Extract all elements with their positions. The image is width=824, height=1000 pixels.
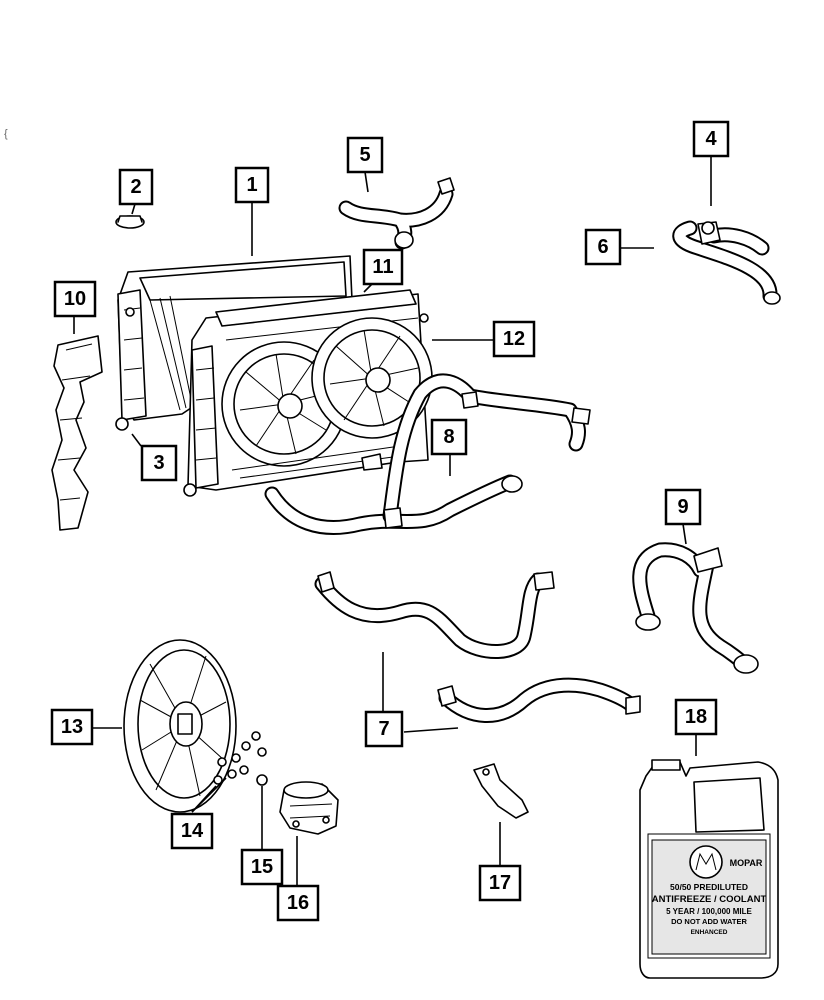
part-15-nut: [256, 774, 268, 786]
part-16-fan-motor: [279, 781, 339, 835]
callout-5: 5: [346, 136, 384, 174]
svg-text:5: 5: [359, 144, 370, 166]
svg-text:13: 13: [61, 716, 83, 738]
callout-9: 9: [664, 488, 702, 526]
part-17-bracket: [473, 763, 529, 819]
svg-text:12: 12: [503, 328, 525, 350]
coolant-line-5: ENHANCED: [691, 929, 728, 936]
coolant-line-3: 5 YEAR / 100,000 MILE: [666, 907, 752, 916]
svg-text:10: 10: [64, 288, 86, 310]
svg-text:4: 4: [705, 128, 717, 150]
callout-12: 12: [492, 320, 536, 358]
svg-text:6: 6: [597, 236, 608, 258]
svg-text:3: 3: [153, 452, 164, 474]
part-4-6-hose-fitting: [672, 220, 781, 305]
callout-11: 11: [362, 248, 404, 286]
svg-text:9: 9: [677, 496, 688, 518]
part-14-bolts: [213, 731, 267, 785]
callout-1: 1: [234, 166, 270, 204]
svg-text:1: 1: [246, 174, 257, 196]
corner-mark: {: [4, 128, 8, 140]
part-7-hoses: [314, 571, 641, 723]
callout-3: 3: [140, 444, 178, 482]
callout-2: 2: [118, 168, 154, 206]
part-9-heater-hose: [632, 542, 759, 674]
svg-text:8: 8: [443, 426, 454, 448]
callout-15: 15: [240, 848, 284, 886]
coolant-line-4: DO NOT ADD WATER: [671, 917, 747, 926]
callout-7: 7: [364, 710, 404, 748]
svg-text:2: 2: [130, 176, 141, 198]
svg-text:14: 14: [181, 820, 204, 842]
part-8-lower-hose: [264, 373, 591, 535]
part-12-fan-shroud: [183, 289, 433, 497]
svg-text:7: 7: [378, 718, 389, 740]
callout-4: 4: [692, 120, 730, 158]
part-10-air-deflector: [51, 335, 103, 531]
callout-10: 10: [53, 280, 97, 318]
part-5-upper-hose: [338, 177, 455, 250]
leader-lines: [73, 156, 712, 886]
svg-text:18: 18: [685, 706, 707, 728]
callout-17: 17: [478, 864, 522, 902]
part-2-cap: [115, 215, 145, 229]
part-13-fan-blade: [123, 639, 237, 813]
callout-16: 16: [276, 884, 320, 922]
svg-text:16: 16: [287, 892, 309, 914]
callout-6: 6: [584, 228, 622, 266]
coolant-brand: MOPAR: [730, 858, 763, 868]
coolant-line-1: 50/50 PREDILUTED: [670, 882, 748, 892]
callout-14: 14: [170, 812, 214, 850]
svg-text:15: 15: [251, 856, 273, 878]
coolant-line-2: ANTIFREEZE / COOLANT: [652, 894, 767, 905]
callout-8: 8: [430, 418, 468, 456]
part-18-coolant-jug: [639, 759, 779, 979]
callout-13: 13: [50, 708, 94, 746]
callout-18: 18: [674, 698, 718, 736]
svg-text:17: 17: [489, 872, 511, 894]
svg-text:11: 11: [372, 256, 393, 278]
